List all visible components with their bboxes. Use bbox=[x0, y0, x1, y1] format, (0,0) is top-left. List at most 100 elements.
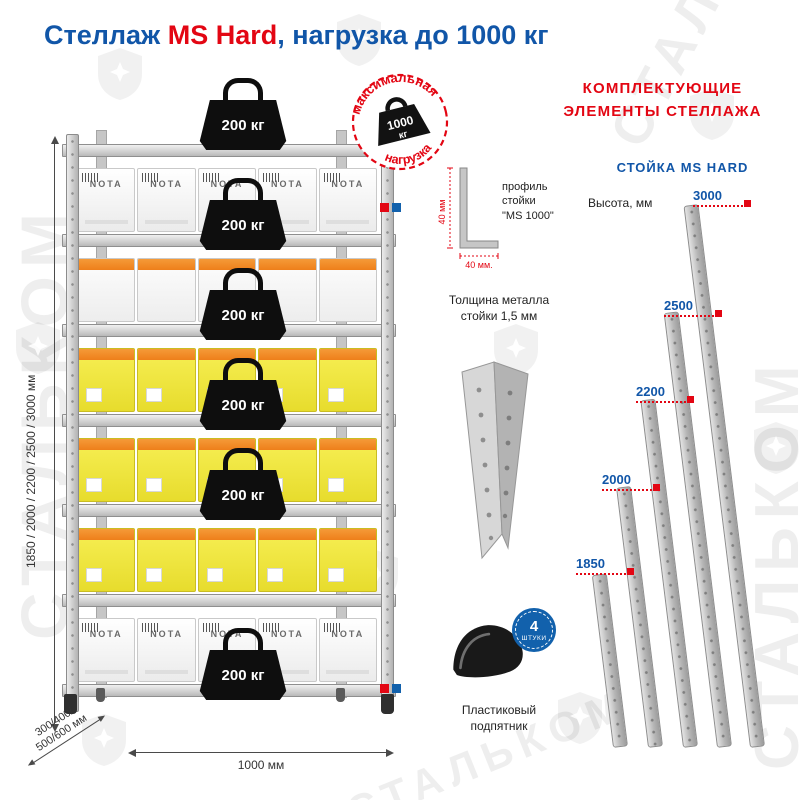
box-band bbox=[138, 349, 195, 360]
weight-icon: 200 кг bbox=[197, 78, 289, 150]
weight-icon: 200 кг bbox=[197, 268, 289, 340]
box-brand-label: NOTA bbox=[331, 629, 365, 639]
box-band bbox=[259, 259, 316, 270]
height-column-label: Высота, мм bbox=[588, 196, 653, 210]
width-dimension-line bbox=[128, 748, 394, 757]
weight-label: 200 кг bbox=[221, 666, 265, 684]
weight-handle bbox=[223, 358, 263, 380]
watermark-shield-icon bbox=[754, 422, 798, 474]
box-band bbox=[78, 259, 135, 270]
components-subheader: СТОЙКА MS HARD bbox=[616, 160, 749, 175]
box-label bbox=[327, 568, 344, 582]
post-height-value: 2000 bbox=[602, 472, 631, 487]
barcode-icon bbox=[263, 173, 280, 182]
post-height-value: 3000 bbox=[693, 188, 722, 203]
marker-blue-top bbox=[392, 203, 401, 212]
foot-label-2: подпятник bbox=[470, 719, 528, 734]
red-square-marker bbox=[627, 568, 634, 575]
box-band bbox=[319, 529, 377, 540]
weight-icon: 200 кг bbox=[197, 178, 289, 250]
box-label bbox=[206, 568, 223, 582]
box-tape bbox=[145, 220, 189, 224]
red-square-marker bbox=[653, 484, 660, 491]
box-tape bbox=[84, 220, 128, 224]
box-band bbox=[319, 349, 377, 360]
post-height-label: 2200 bbox=[636, 384, 694, 403]
paper-box bbox=[318, 438, 378, 502]
post-bar-2500 bbox=[663, 311, 732, 748]
box-label bbox=[327, 388, 344, 402]
paper-box bbox=[318, 258, 378, 322]
box-label bbox=[146, 388, 163, 402]
post-profile-diagram: 40 мм 40 мм. bbox=[438, 167, 499, 270]
profile-label: профиль стойки "MS 1000" bbox=[502, 180, 554, 223]
plastic-foot-label: Пластиковый подпятник bbox=[424, 702, 574, 734]
box-brand-label: NOTA bbox=[271, 179, 304, 189]
weight-label: 200 кг bbox=[221, 306, 265, 324]
badge-weight-value: 1000 bbox=[386, 113, 416, 133]
page-title: Стеллаж MS Hard, нагрузка до 1000 кг bbox=[44, 20, 549, 51]
box-band bbox=[198, 439, 256, 450]
paper-box bbox=[77, 528, 136, 592]
box-label bbox=[86, 478, 102, 492]
thickness-line-2: стойки 1,5 мм bbox=[460, 309, 538, 324]
paper-box bbox=[197, 528, 257, 592]
quantity-number: 4 bbox=[529, 617, 539, 635]
paper-box bbox=[77, 258, 136, 322]
post-height-label: 2500 bbox=[664, 298, 722, 317]
thickness-note: Толщина металла стойки 1,5 мм bbox=[424, 292, 574, 324]
paper-box bbox=[137, 528, 196, 592]
box-band bbox=[198, 259, 256, 270]
box-band bbox=[319, 259, 377, 270]
max-load-badge: максимальная нагрузка 1000 кг bbox=[341, 60, 449, 172]
title-model: MS Hard bbox=[167, 20, 278, 50]
box-tape bbox=[326, 220, 370, 224]
paper-box bbox=[77, 348, 136, 412]
weight-handle bbox=[223, 178, 263, 200]
rack-foot bbox=[381, 694, 394, 714]
profile-dim-horizontal: 40 мм. bbox=[465, 260, 492, 270]
profile-label-3: "MS 1000" bbox=[502, 209, 554, 222]
components-header-1: КОМПЛЕКТУЮЩИЕ bbox=[582, 80, 743, 97]
box-band bbox=[78, 349, 135, 360]
profile-dim-vertical: 40 мм bbox=[438, 200, 447, 225]
watermark-shield-icon bbox=[98, 48, 142, 100]
plastic-foot-icon bbox=[453, 625, 523, 678]
paper-box: NOTA bbox=[137, 618, 196, 682]
barcode-icon bbox=[82, 623, 98, 632]
paper-box: NOTA bbox=[77, 168, 136, 232]
box-row bbox=[76, 528, 378, 592]
box-band bbox=[259, 349, 316, 360]
paper-box bbox=[137, 438, 196, 502]
weight-icon: 200 кг bbox=[197, 358, 289, 430]
profile-label-2: стойки bbox=[502, 195, 536, 208]
components-header-2: ЭЛЕМЕНТЫ СТЕЛЛАЖА bbox=[563, 102, 762, 120]
box-band bbox=[259, 529, 316, 540]
box-label bbox=[86, 388, 102, 402]
barcode-icon bbox=[142, 623, 159, 632]
paper-box bbox=[137, 258, 196, 322]
box-label bbox=[86, 568, 102, 582]
width-dimension-label: 1000 мм bbox=[237, 758, 285, 772]
box-brand-label: NOTA bbox=[271, 629, 304, 639]
post-height-value: 2500 bbox=[664, 298, 693, 313]
weight-label: 200 кг bbox=[221, 116, 265, 134]
paper-box: NOTA bbox=[318, 618, 378, 682]
weight-label: 200 кг bbox=[221, 396, 265, 414]
paper-box bbox=[77, 438, 136, 502]
box-label bbox=[146, 478, 163, 492]
paper-box bbox=[258, 528, 317, 592]
post-height-label: 2000 bbox=[602, 472, 660, 491]
box-label bbox=[146, 568, 163, 582]
quantity-badge: 4 штуки bbox=[512, 608, 556, 652]
title-suffix: , нагрузка до 1000 кг bbox=[277, 20, 549, 50]
box-band bbox=[198, 529, 256, 540]
shelf-board bbox=[62, 594, 396, 607]
post-height-label: 1850 bbox=[576, 556, 634, 575]
box-band bbox=[259, 439, 316, 450]
paper-box bbox=[318, 348, 378, 412]
box-tape bbox=[145, 670, 189, 674]
paper-box: NOTA bbox=[318, 168, 378, 232]
box-brand-label: NOTA bbox=[331, 179, 365, 189]
